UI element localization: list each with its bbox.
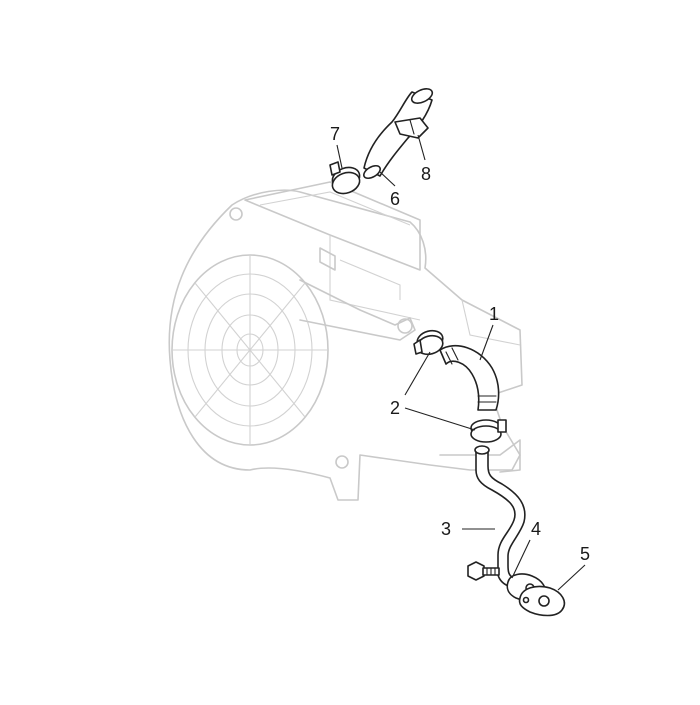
part-7-hose-clamp xyxy=(329,161,361,195)
callout-5: 5 xyxy=(580,544,590,564)
leader-6 xyxy=(379,171,396,187)
part-6-breather-hose xyxy=(363,88,434,180)
callout-1: 1 xyxy=(489,304,499,324)
part-4-bolt xyxy=(467,561,500,581)
leader-7 xyxy=(336,144,343,169)
callout-3: 3 xyxy=(441,519,451,539)
callout-7: 7 xyxy=(330,124,340,144)
leader-1 xyxy=(479,324,494,361)
callout-8: 8 xyxy=(421,164,431,184)
leader-8 xyxy=(417,134,426,161)
part-2-clamp-lower xyxy=(470,419,507,443)
part-5-gasket xyxy=(518,585,566,617)
part-1-elbow-hose xyxy=(439,344,500,411)
leader-2b xyxy=(404,407,476,431)
leader-4 xyxy=(511,539,531,579)
callout-6: 6 xyxy=(390,189,400,209)
leader-5 xyxy=(557,564,586,591)
callout-labels: 1 2 3 4 5 6 7 8 xyxy=(330,124,590,564)
leader-2a xyxy=(404,351,431,396)
leader-lines xyxy=(336,134,586,591)
callout-4: 4 xyxy=(531,519,541,539)
callout-2: 2 xyxy=(390,398,400,418)
part-2-clamp-upper xyxy=(413,329,444,356)
engine-fan-housing-ghost xyxy=(168,181,523,501)
part-8-hose-bracket xyxy=(394,117,429,139)
